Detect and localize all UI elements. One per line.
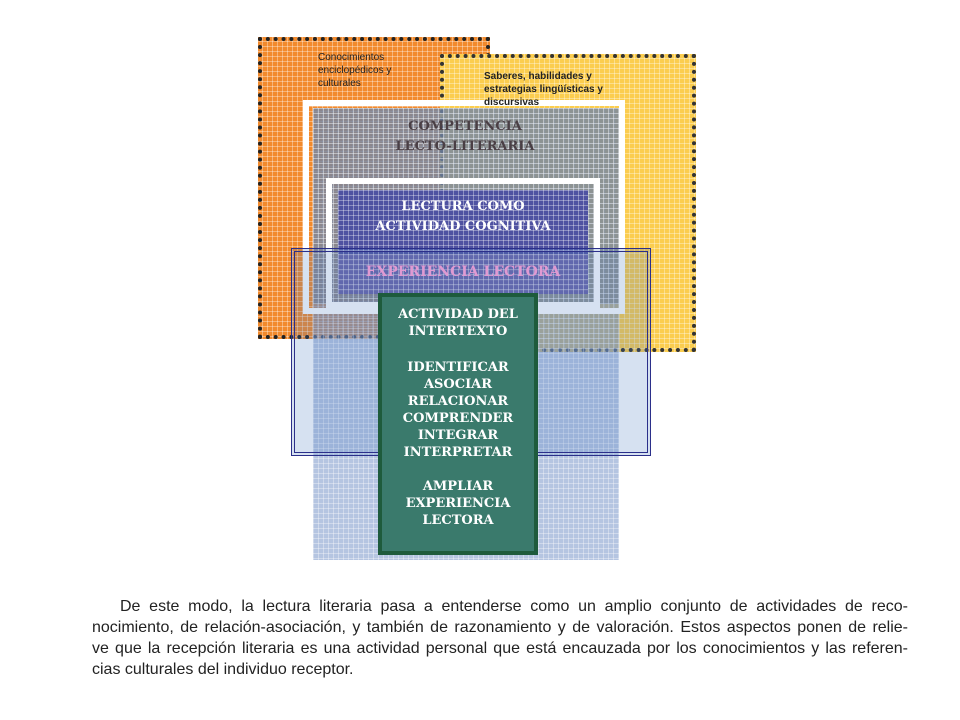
competencia-title-line-2: LECTO-LITERARIA bbox=[395, 139, 535, 154]
action-item: RELACIONAR bbox=[407, 394, 509, 409]
ampliar-line: EXPERIENCIA bbox=[405, 496, 511, 511]
ampliar-line: AMPLIAR bbox=[422, 479, 494, 494]
action-item: INTERPRETAR bbox=[403, 445, 513, 460]
competencia-title-line-1: COMPETENCIA bbox=[408, 119, 522, 134]
action-item: COMPRENDER bbox=[402, 411, 514, 426]
lectura-title-line-2: ACTIVIDAD COGNITIVA bbox=[375, 219, 551, 234]
intertexto-region bbox=[378, 293, 538, 555]
intertexto-title: ACTIVIDAD DEL INTERTEXTO bbox=[382, 306, 534, 340]
action-item: IDENTIFICAR bbox=[407, 360, 509, 375]
lectura-experiencia-overlap bbox=[338, 254, 588, 294]
competencia-title: COMPETENCIA LECTO-LITERARIA bbox=[340, 117, 590, 157]
paragraph-line: De este modo, la lectura literaria pasa … bbox=[120, 598, 908, 615]
saberes-label: Saberes, habilidades y estrategias lingü… bbox=[484, 71, 603, 108]
intertexto-title-line-1: ACTIVIDAD DEL bbox=[398, 307, 518, 322]
lectura-title: LECTURA COMO ACTIVIDAD COGNITIVA bbox=[340, 197, 586, 237]
actions-list: IDENTIFICAR ASOCIAR RELACIONAR COMPRENDE… bbox=[382, 359, 534, 461]
experiencia-title: EXPERIENCIA LECTORA bbox=[365, 264, 561, 280]
paragraph-line: nocimiento, de relación-asociación, y ta… bbox=[92, 619, 908, 636]
intertexto-title-line-2: INTERTEXTO bbox=[408, 324, 508, 339]
lectura-title-line-1: LECTURA COMO bbox=[401, 199, 525, 214]
action-item: INTEGRAR bbox=[417, 428, 499, 443]
paragraph-line: ve que la recepción literaria es una act… bbox=[92, 640, 908, 657]
ampliar-text: AMPLIAR EXPERIENCIA LECTORA bbox=[382, 478, 534, 529]
action-item: ASOCIAR bbox=[423, 377, 493, 392]
body-paragraph: De este modo, la lectura literaria pasa … bbox=[92, 596, 908, 680]
paragraph-line: cias culturales del individuo receptor. bbox=[92, 661, 354, 678]
ampliar-line: LECTORA bbox=[422, 513, 494, 528]
conocimientos-label: Conocimientos enciclopédicos y culturale… bbox=[318, 52, 392, 89]
